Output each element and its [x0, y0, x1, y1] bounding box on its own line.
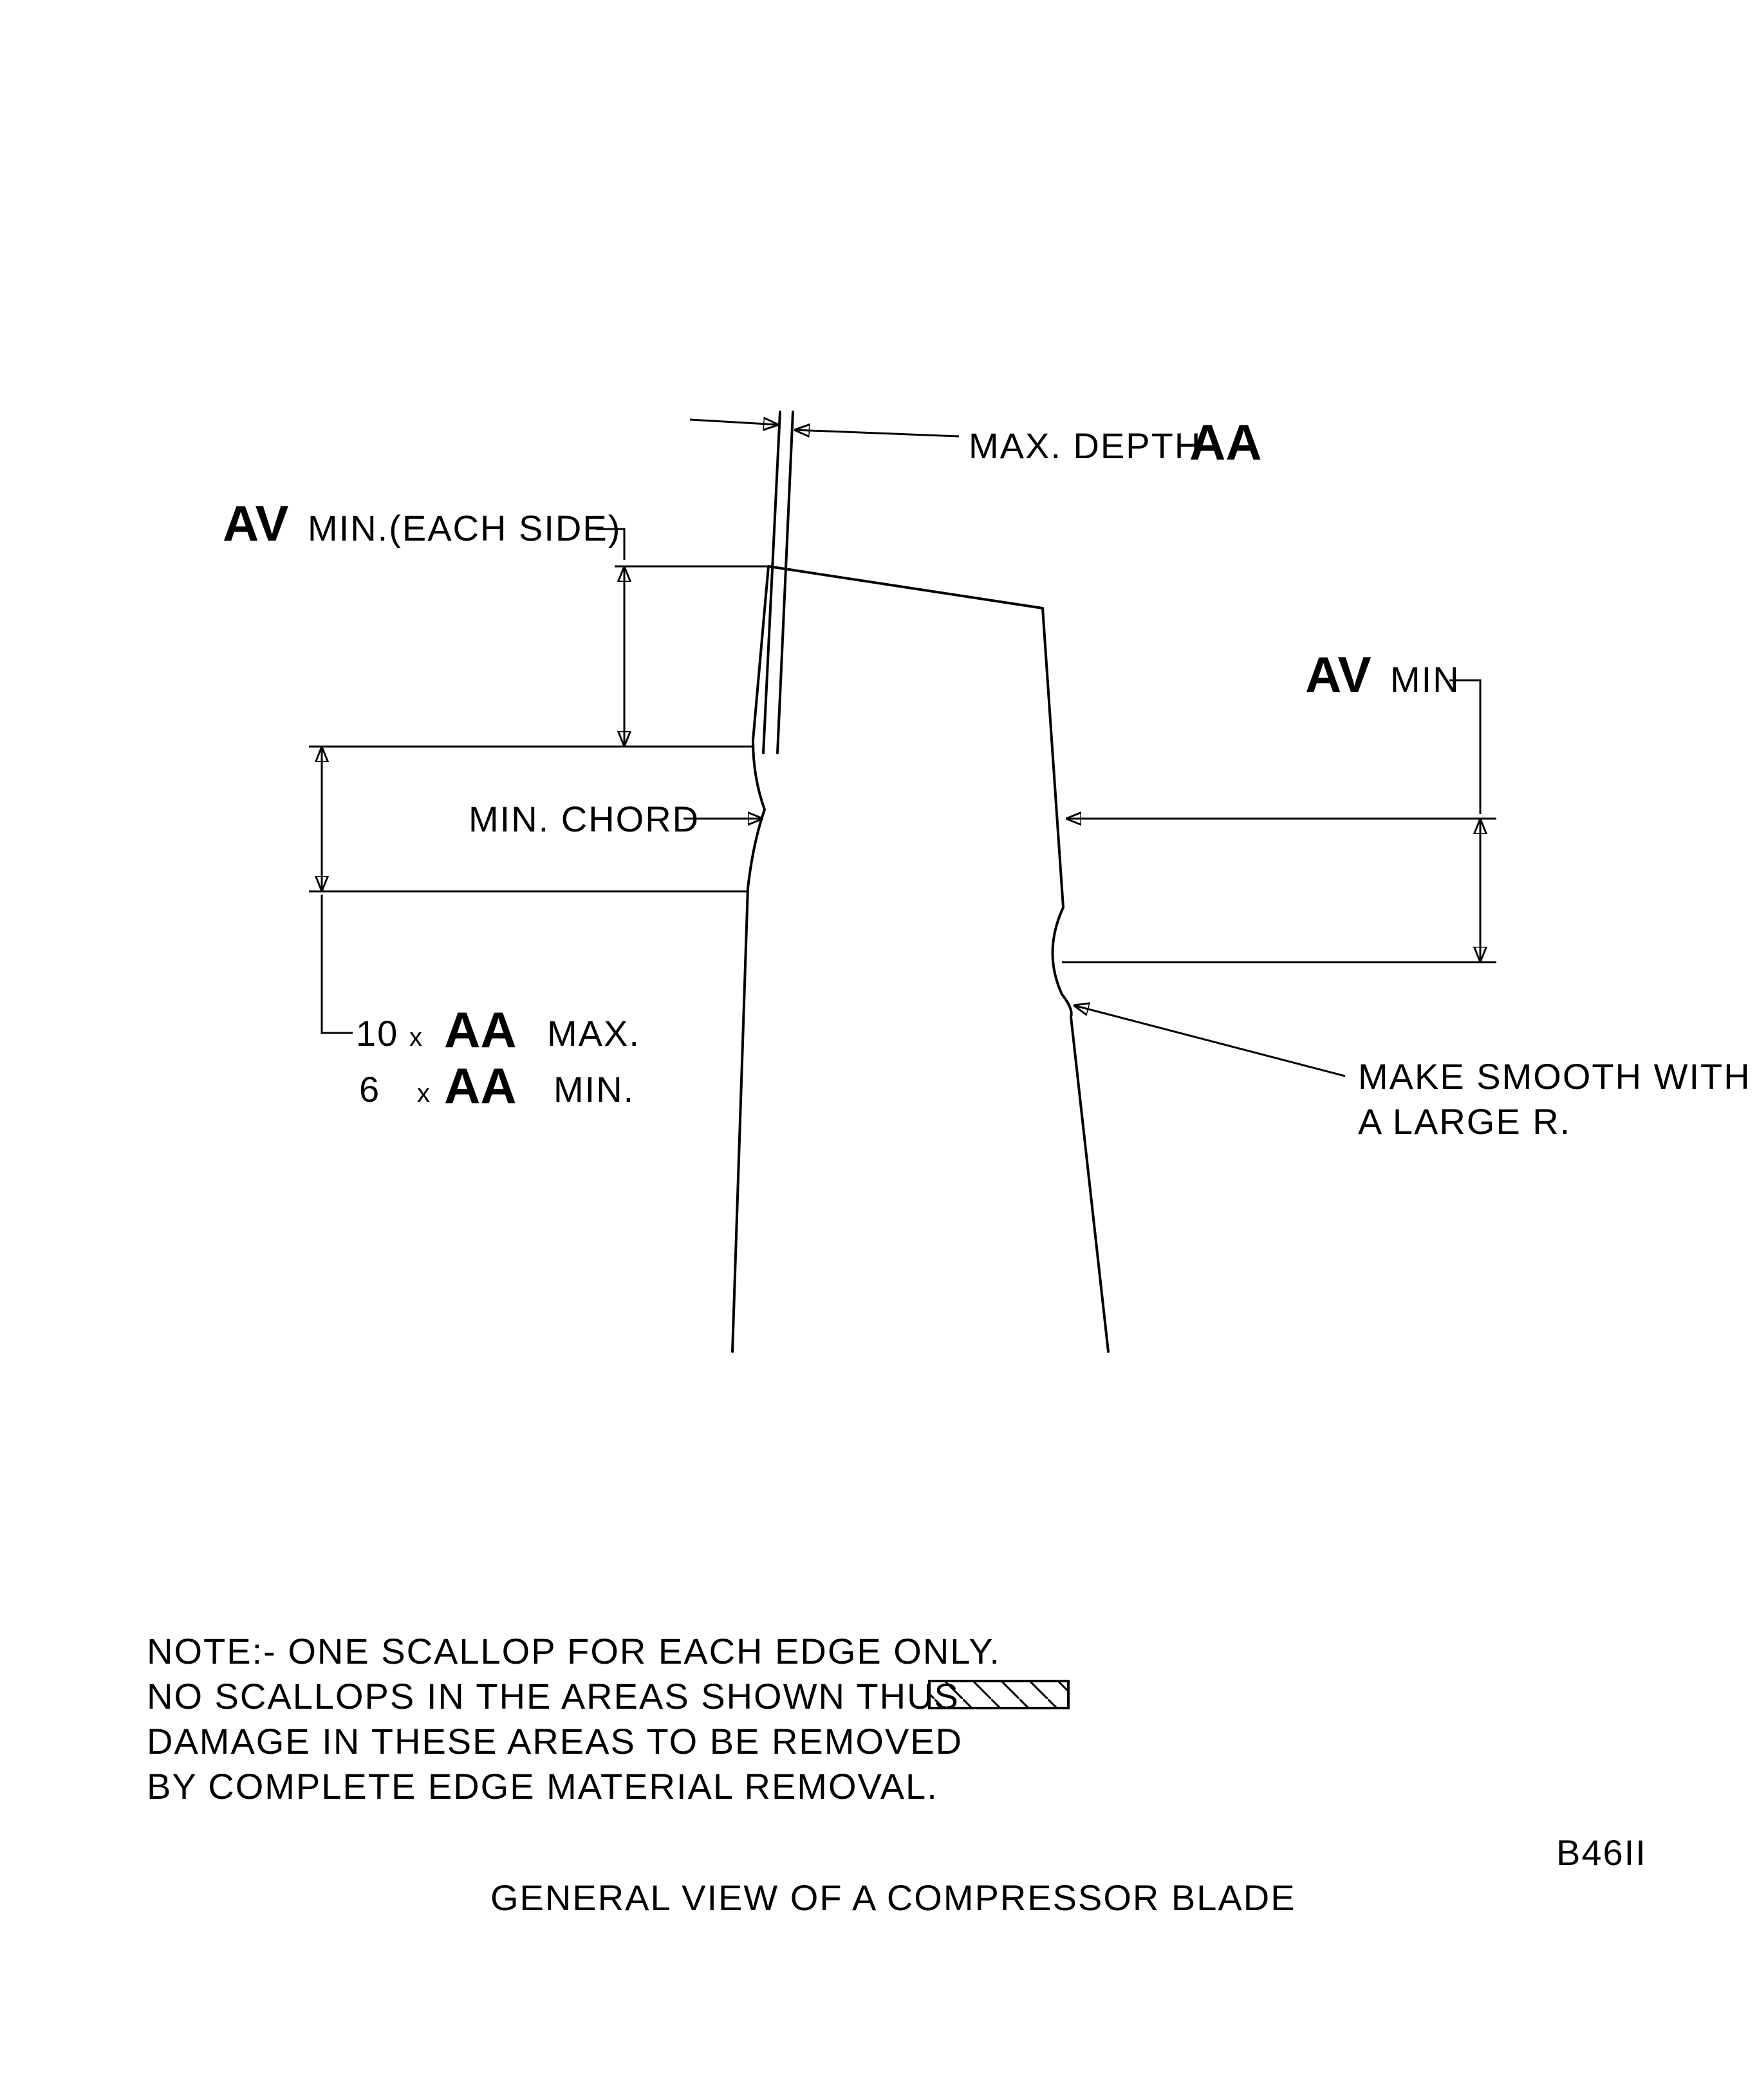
- note-line-1: NOTE:- ONE SCALLOP FOR EACH EDGE ONLY.: [147, 1631, 1001, 1671]
- blade-right-edge: [1041, 607, 1110, 1353]
- six-x: x: [417, 1079, 430, 1108]
- max-depth-symbol: AA: [1189, 414, 1262, 470]
- av-left-symbol: AV: [223, 495, 289, 552]
- av-right-label: MIN: [1390, 659, 1460, 700]
- hatched-area-symbol: [928, 1680, 1070, 1709]
- figure-number: B46II: [1556, 1832, 1647, 1873]
- note-line-4: BY COMPLETE EDGE MATERIAL REMOVAL.: [147, 1766, 938, 1807]
- scallop-length-leader: [321, 895, 353, 1034]
- six-symbol: AA: [444, 1057, 517, 1114]
- make-smooth-label-line1: MAKE SMOOTH WITH: [1358, 1056, 1751, 1097]
- six-multiplier: 6: [359, 1069, 380, 1110]
- min-chord-label: MIN. CHORD: [469, 799, 700, 839]
- av-right-leader: [1449, 679, 1482, 814]
- blade-left-edge: [731, 565, 770, 1353]
- max-depth-line-right: [776, 411, 794, 754]
- note-line-2: NO SCALLOPS IN THE AREAS SHOWN THUS: [147, 1676, 960, 1716]
- av-right-symbol: AV: [1305, 646, 1371, 703]
- av-left-label: MIN.(EACH SIDE): [308, 508, 621, 548]
- ten-multiplier: 10: [356, 1013, 398, 1054]
- max-depth-arrow-left: [689, 420, 779, 425]
- ten-x: x: [409, 1023, 422, 1052]
- max-depth-line-left: [762, 411, 781, 754]
- max-depth-label: MAX. DEPTH: [969, 425, 1202, 466]
- av-left-leader: [596, 528, 626, 560]
- ten-symbol: AA: [444, 1001, 517, 1058]
- note-line-3: DAMAGE IN THESE AREAS TO BE REMOVED: [147, 1721, 963, 1761]
- six-suffix: MIN.: [553, 1069, 635, 1110]
- ten-suffix: MAX.: [547, 1013, 640, 1054]
- make-smooth-leader: [1074, 1005, 1346, 1077]
- blade-tip: [767, 565, 1044, 609]
- make-smooth-label-line2: A LARGE R.: [1358, 1101, 1571, 1142]
- figure-caption: GENERAL VIEW OF A COMPRESSOR BLADE: [490, 1877, 1296, 1918]
- max-depth-arrow-right: [794, 430, 960, 436]
